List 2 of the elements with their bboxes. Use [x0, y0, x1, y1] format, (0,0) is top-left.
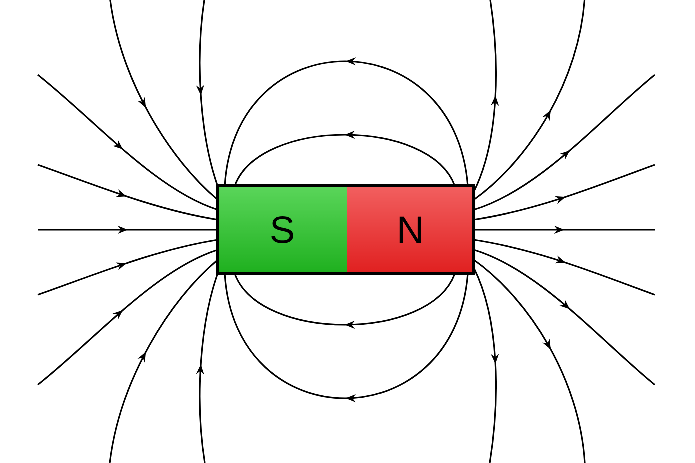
- magnet-pole: S: [272, 216, 294, 244]
- magnet-pole: N: [400, 216, 422, 244]
